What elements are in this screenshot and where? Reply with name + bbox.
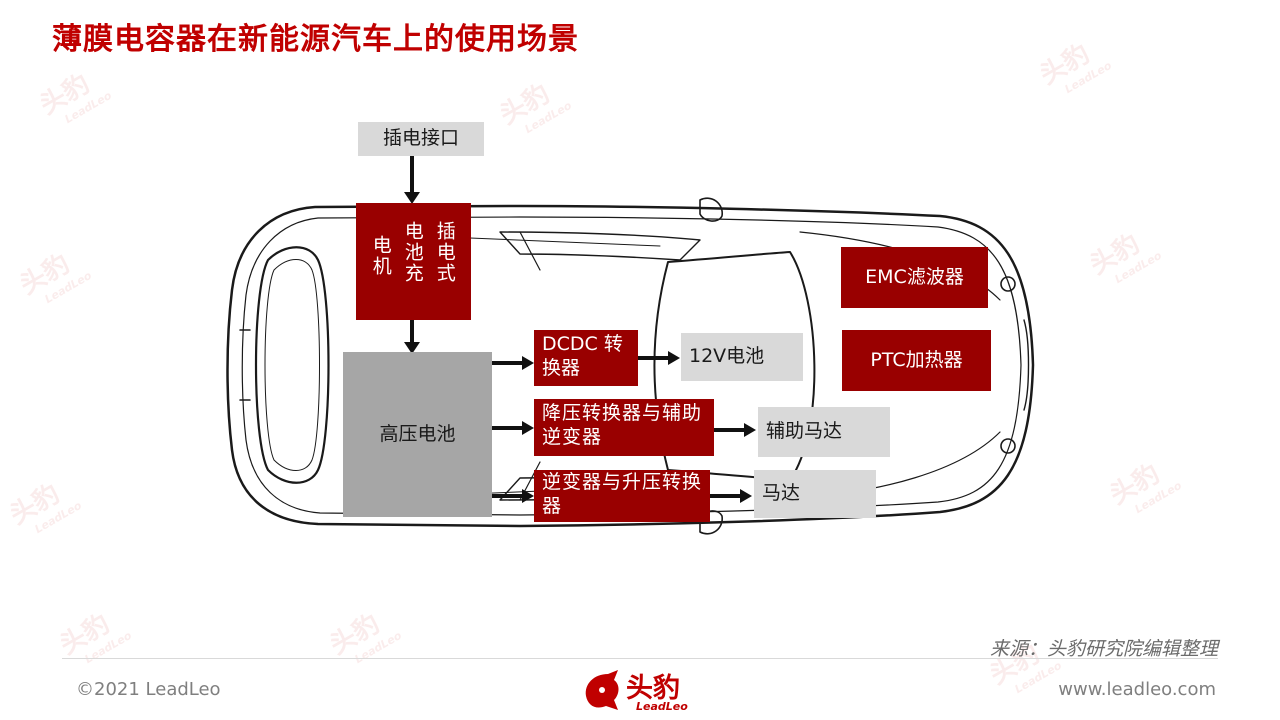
logo-text-en: LeadLeo: [636, 700, 688, 713]
leopard-icon: [585, 670, 619, 710]
page-title: 薄膜电容器在新能源汽车上的使用场景: [52, 22, 579, 57]
inverter-boost-converter-box: 逆变器与升压转换器: [534, 470, 710, 522]
charger-label-col1: 电机: [369, 235, 392, 277]
dcdc-converter-box: DCDC 转换器: [534, 330, 638, 386]
buck-converter-aux-inverter-box: 降压转换器与辅助逆变器: [534, 399, 714, 456]
source-note: 来源：头豹研究院编辑整理: [989, 638, 1218, 660]
charger-label-col3: 插电式: [433, 221, 456, 284]
logo-text-cn: 头豹: [626, 673, 680, 704]
charger-label-col2: 电池充: [401, 221, 424, 284]
charging-port-box: 插电接口: [358, 122, 484, 156]
ptc-heater-box: PTC加热器: [842, 330, 991, 391]
copyright-text: ©2021 LeadLeo: [76, 679, 221, 700]
12v-battery-box: 12V电池: [681, 333, 803, 381]
website-url[interactable]: www.leadleo.com: [1058, 679, 1216, 700]
leadleo-logo: 头豹 LeadLeo: [580, 664, 710, 718]
footer-divider: [62, 658, 1218, 659]
auxiliary-motor-box: 辅助马达: [758, 407, 890, 457]
onboard-charger-box: 电机 电池充 插电式: [356, 203, 471, 320]
emc-filter-box: EMC滤波器: [841, 247, 988, 308]
high-voltage-battery-box: 高压电池: [343, 352, 492, 517]
motor-box: 马达: [754, 470, 876, 518]
